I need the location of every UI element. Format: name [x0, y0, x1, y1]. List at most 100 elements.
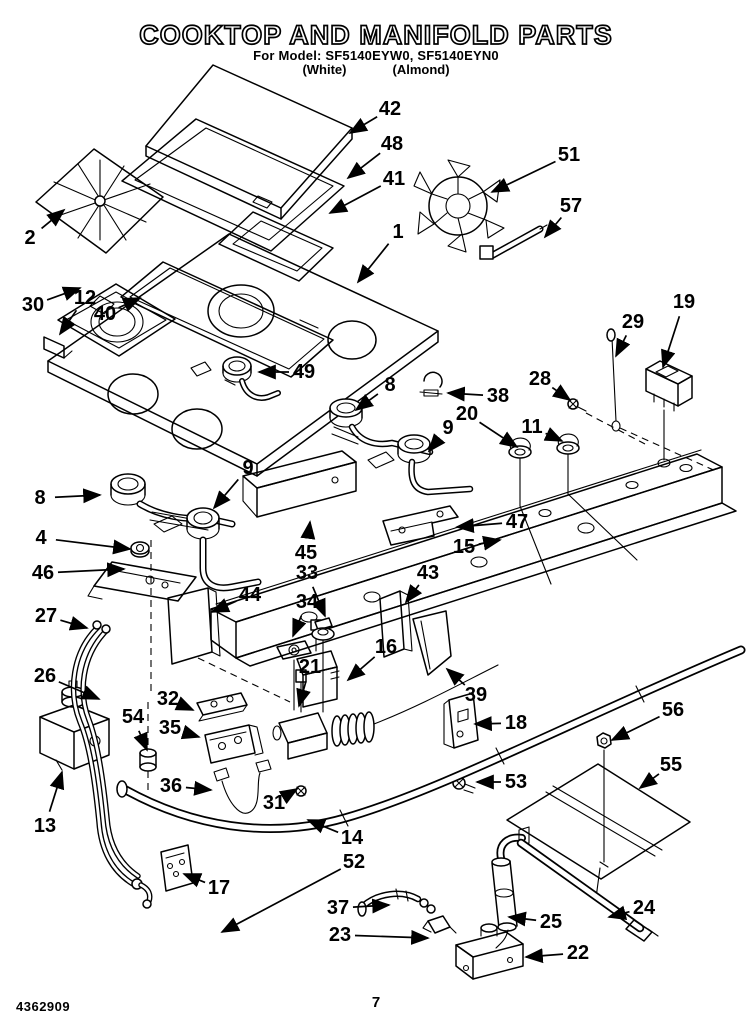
callout-31-45: 31: [263, 792, 285, 814]
part-bracket-32: [196, 657, 291, 722]
callout-leader-25-51: [507, 911, 537, 927]
callout-2-6: 2: [24, 227, 35, 249]
callout-48-1: 48: [381, 133, 403, 155]
part-igniter-tube-37: [357, 888, 436, 917]
part-manifold-pipe-14: [116, 645, 746, 833]
part-channel-45: [242, 450, 357, 518]
callout-36-43: 36: [160, 775, 182, 797]
part-igniter-57: [479, 224, 548, 260]
callout-leader-14-46: [306, 819, 339, 834]
callout-leader-41-2: [328, 185, 382, 214]
callout-8-16: 8: [384, 374, 395, 396]
callout-leader-56-35: [610, 715, 660, 741]
part-clip-12: [43, 336, 73, 359]
callout-16-30: 16: [375, 636, 397, 658]
callout-18-33: 18: [505, 712, 527, 734]
callout-29-11: 29: [622, 311, 644, 333]
part-gas-tubing-27-26: [70, 620, 153, 909]
callout-leader-37-49: [352, 898, 391, 914]
callout-leader-1-3: [356, 243, 390, 284]
callout-leader-18-33: [473, 716, 502, 732]
part-bracket-44: [167, 587, 221, 665]
callout-49-17: 49: [293, 361, 315, 383]
callout-4-21: 4: [35, 527, 47, 549]
page-title: COOKTOP AND MANIFOLD PARTS: [138, 19, 613, 51]
callout-12-8: 12: [74, 287, 96, 309]
callout-47-29: 47: [506, 511, 528, 533]
callout-53-34: 53: [505, 771, 527, 793]
callout-leader-4-21: [55, 538, 132, 555]
part-bracket-46: [87, 561, 197, 602]
callout-leader-24-37: [607, 905, 630, 921]
callout-leader-9-20: [212, 478, 239, 510]
callout-8-19: 8: [34, 487, 45, 509]
callout-28-12: 28: [529, 368, 551, 390]
callout-19-10: 19: [673, 291, 695, 313]
callout-leader-31-45: [278, 788, 299, 805]
callout-23-50: 23: [329, 924, 351, 946]
part-bracket-34: [276, 640, 312, 711]
callout-57-5: 57: [560, 195, 582, 217]
part-grommet-11: [556, 433, 638, 561]
callout-leader-45-23: [300, 520, 316, 540]
finish-almond-label: (Almond): [392, 62, 450, 77]
callout-25-51: 25: [540, 911, 562, 933]
callout-leader-55-36: [638, 771, 660, 790]
callout-32-41: 32: [157, 688, 179, 710]
callout-leader-33-24: [311, 586, 326, 618]
callout-leader-21-31: [296, 681, 311, 708]
callout-leader-36-43: [185, 780, 213, 796]
callout-leader-43-27: [404, 584, 423, 604]
callout-leader-2-6: [41, 208, 66, 230]
callout-27-38: 27: [35, 605, 57, 627]
callout-46-22: 46: [32, 562, 54, 584]
callout-24-37: 24: [633, 897, 656, 919]
callout-52-47: 52: [343, 851, 365, 873]
callout-37-49: 37: [327, 897, 349, 919]
callout-leader-22-52: [524, 948, 564, 964]
callout-leader-32-41: [174, 696, 195, 711]
part-nut-33: [311, 617, 335, 713]
callout-leader-20-14: [479, 421, 519, 449]
part-manifold-rail-15: [210, 449, 737, 667]
callout-leader-57-5: [543, 216, 563, 239]
callout-leader-44-26: [210, 598, 237, 613]
part-burner-49: [190, 356, 281, 401]
callout-leader-48-1: [346, 152, 381, 180]
callout-leader-13-44: [48, 770, 65, 812]
part-bracket-47: [382, 505, 459, 546]
part-baffle-39: [412, 610, 452, 676]
callout-leader-16-30: [346, 656, 376, 682]
part-tube-25: [491, 826, 530, 949]
callout-54-40: 54: [122, 706, 145, 728]
callout-leader-19-10: [661, 316, 681, 369]
callout-leader-9-18: [427, 433, 446, 453]
callout-11-15: 11: [521, 416, 542, 438]
part-rod-29: [606, 328, 719, 473]
callout-leader-12-8: [58, 309, 78, 336]
part-burner-9-left: [153, 507, 262, 592]
callout-leader-29-11: [615, 335, 631, 358]
callout-leader-42-0: [348, 115, 378, 134]
callout-leader-51-4: [490, 160, 556, 193]
callout-leader-28-12: [551, 384, 572, 402]
part-baffle-43: [379, 590, 413, 658]
callout-leader-27-38: [60, 616, 89, 631]
part-cooktop-seal-48: [121, 118, 345, 252]
callout-56-35: 56: [662, 699, 684, 721]
callout-leader-11-15: [543, 427, 564, 442]
part-burner-grate-right-51: [413, 159, 505, 253]
callout-1-3: 1: [392, 221, 403, 243]
callout-leader-8-19: [54, 488, 102, 504]
callout-41-2: 41: [383, 168, 405, 190]
callout-leader-8-16: [354, 393, 379, 412]
callout-leader-46-22: [57, 562, 126, 578]
callout-9-20: 9: [242, 457, 253, 479]
callout-51-4: 51: [558, 144, 580, 166]
part-spark-switch-19: [645, 360, 693, 468]
document-number: 4362909: [16, 999, 71, 1014]
model-subtitle: For Model: SF5140EYW0, SF5140EYN0: [253, 48, 499, 63]
part-drip-pan-30: [57, 283, 176, 357]
callout-38-13: 38: [487, 385, 509, 407]
callout-leader-17-48: [182, 873, 206, 888]
